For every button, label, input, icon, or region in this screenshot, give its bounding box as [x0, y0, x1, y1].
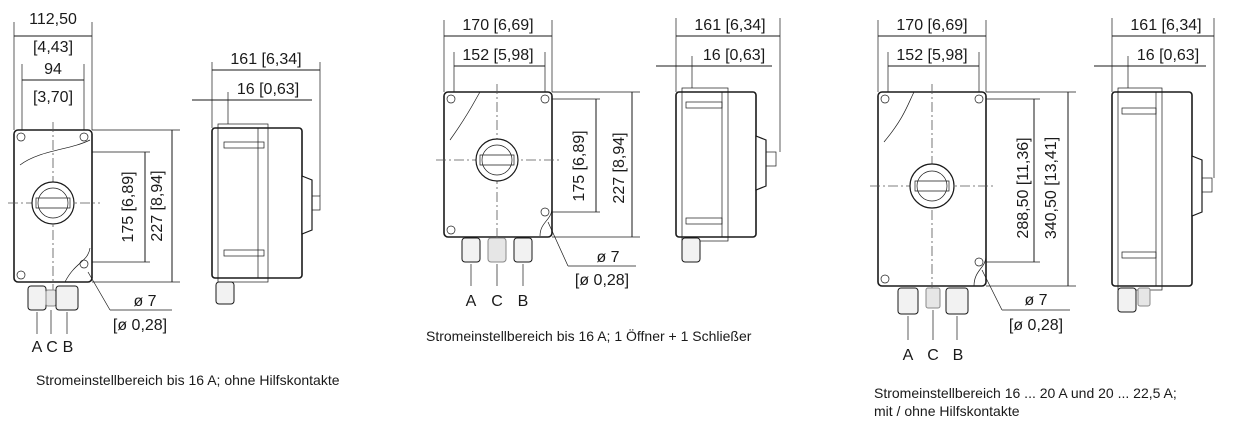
- drawing-1-width-outer: 112,50: [29, 11, 77, 28]
- drawing-2-label-b: B: [518, 293, 529, 310]
- drawing-3-height-outer: 340,50 [13,41]: [1043, 137, 1060, 239]
- drawing-2-width-outer: 170 [6,69]: [462, 17, 533, 34]
- drawing-2-hole-dia-in: [ø 0,28]: [575, 272, 629, 289]
- drawing-3-height-inner: 288,50 [11,36]: [1015, 137, 1032, 238]
- drawing-1-hole-dia-in: [ø 0,28]: [113, 317, 167, 334]
- drawing-1-side-offset: 16 [0,63]: [237, 81, 299, 98]
- drawing-1-caption: Stromeinstellbereich bis 16 A; ohne Hilf…: [36, 372, 340, 388]
- drawing-2-height-inner: 175 [6,89]: [571, 130, 588, 201]
- drawing-1-side-depth: 161 [6,34]: [230, 51, 301, 68]
- drawing-3-dimensions: 170 [6,69] 152 [5,98] 288,50 [11,36] 340…: [877, 17, 1076, 334]
- drawing-1-front-view: [8, 122, 100, 334]
- cable-gland-c: [45, 289, 57, 307]
- drawing-1-width-outer-in: [4,43]: [33, 39, 73, 56]
- drawing-1: 112,50 [4,43] 94 [3,70] 175 [6,89] 227 […: [8, 11, 340, 388]
- drawing-2-front-view: [436, 84, 560, 286]
- drawing-3-label-a: A: [903, 347, 914, 364]
- drawing-2-label-c: C: [491, 293, 503, 310]
- drawing-3-side-offset: 16 [0,63]: [1137, 47, 1199, 64]
- drawing-3-width-outer: 170 [6,69]: [896, 17, 967, 34]
- drawing-2-label-a: A: [466, 293, 477, 310]
- drawing-2: 170 [6,69] 152 [5,98] 175 [6,89] 227 [8,…: [426, 17, 781, 344]
- drawing-2-side-offset: 16 [0,63]: [703, 47, 765, 64]
- cable-gland-b: [945, 287, 969, 315]
- drawing-3-width-inner: 152 [5,98]: [896, 47, 967, 64]
- drawing-3-side-depth: 161 [6,34]: [1130, 17, 1201, 34]
- drawing-1-width-inner: 94: [44, 61, 62, 78]
- drawing-1-hole-dia: ø 7: [133, 293, 156, 310]
- drawing-3-caption-line-2: mit / ohne Hilfskontakte: [874, 403, 1020, 419]
- drawing-1-side-view: 161 [6,34] 16 [0,63]: [192, 51, 321, 305]
- drawing-1-height-inner: 175 [6,89]: [120, 171, 137, 242]
- drawing-2-width-inner: 152 [5,98]: [462, 47, 533, 64]
- cable-gland-c: [925, 287, 941, 309]
- cable-gland-a: [27, 285, 47, 311]
- cable-gland-a: [461, 237, 481, 263]
- drawing-1-dimensions: 112,50 [4,43] 94 [3,70] 175 [6,89] 227 […: [13, 11, 180, 334]
- cable-gland-c: [487, 237, 507, 263]
- drawing-2-height-outer: 227 [8,94]: [611, 132, 628, 203]
- drawing-1-width-inner-in: [3,70]: [33, 89, 73, 106]
- drawing-3-caption-line-1: Stromeinstellbereich 16 ... 20 A und 20 …: [874, 385, 1177, 401]
- drawing-2-side-view: 161 [6,34] 16 [0,63]: [656, 17, 781, 263]
- drawing-2-dimensions: 170 [6,69] 152 [5,98] 175 [6,89] 227 [8,…: [443, 17, 640, 289]
- cable-gland-b: [55, 285, 79, 311]
- drawing-3-hole-dia-in: [ø 0,28]: [1009, 317, 1063, 334]
- cable-gland-b: [513, 237, 533, 263]
- selector-knob: [909, 163, 955, 209]
- drawing-3-label-c: C: [927, 347, 939, 364]
- drawing-3-front-view: [870, 84, 994, 340]
- drawing-2-side-depth: 161 [6,34]: [694, 17, 765, 34]
- cable-gland-a: [897, 287, 919, 315]
- drawing-1-label-c: C: [46, 339, 58, 356]
- drawing-3: 170 [6,69] 152 [5,98] 288,50 [11,36] 340…: [870, 17, 1215, 419]
- drawing-2-hole-dia: ø 7: [596, 249, 619, 266]
- drawing-1-height-outer: 227 [8,94]: [149, 170, 166, 241]
- drawing-1-label-b: B: [63, 339, 74, 356]
- drawing-2-caption: Stromeinstellbereich bis 16 A; 1 Öffner …: [426, 327, 752, 344]
- drawing-3-side-view: 161 [6,34] 16 [0,63]: [1094, 17, 1215, 313]
- drawing-3-hole-dia: ø 7: [1024, 292, 1047, 309]
- drawing-1-label-a: A: [32, 339, 43, 356]
- drawing-3-label-b: B: [953, 347, 964, 364]
